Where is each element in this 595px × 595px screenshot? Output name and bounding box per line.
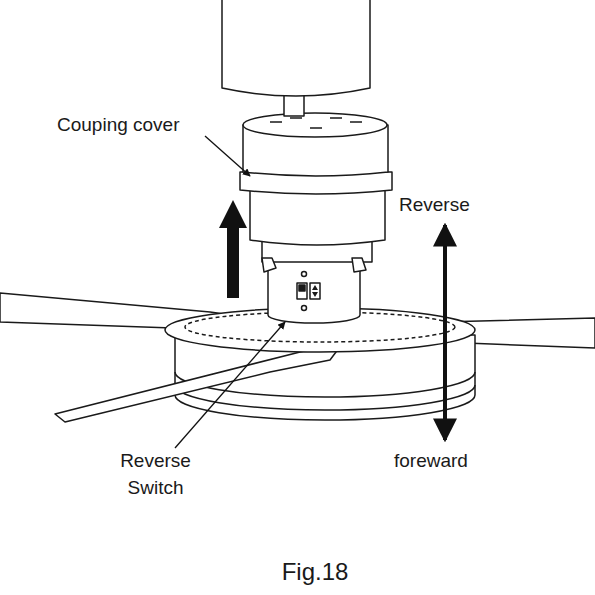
coupling-tab [262,258,276,272]
coupling-cover [250,190,385,245]
figure-caption: Fig.18 [200,557,430,587]
screw [302,272,307,277]
shaft-housing [268,255,360,323]
switch-direction [310,283,320,299]
leader-line [205,136,250,176]
downrod [284,94,304,116]
coupling-slots [270,118,362,128]
motor-band [175,385,475,410]
canopy [222,0,370,96]
reverse-switch [297,283,307,299]
coupling-top [243,113,387,137]
reverse-switch-knob [299,285,305,291]
part-label: foreward [394,447,514,474]
part-label: Couping cover [57,111,217,138]
part-label: Reverse Switch [108,447,203,501]
coupling-tab [352,258,366,272]
leader-line [175,322,285,448]
direction-arrow [443,225,447,440]
screw [302,306,307,311]
switch-direction-arrow [312,285,318,297]
lift-arrow [219,200,247,298]
part-label: Reverse [399,191,499,218]
